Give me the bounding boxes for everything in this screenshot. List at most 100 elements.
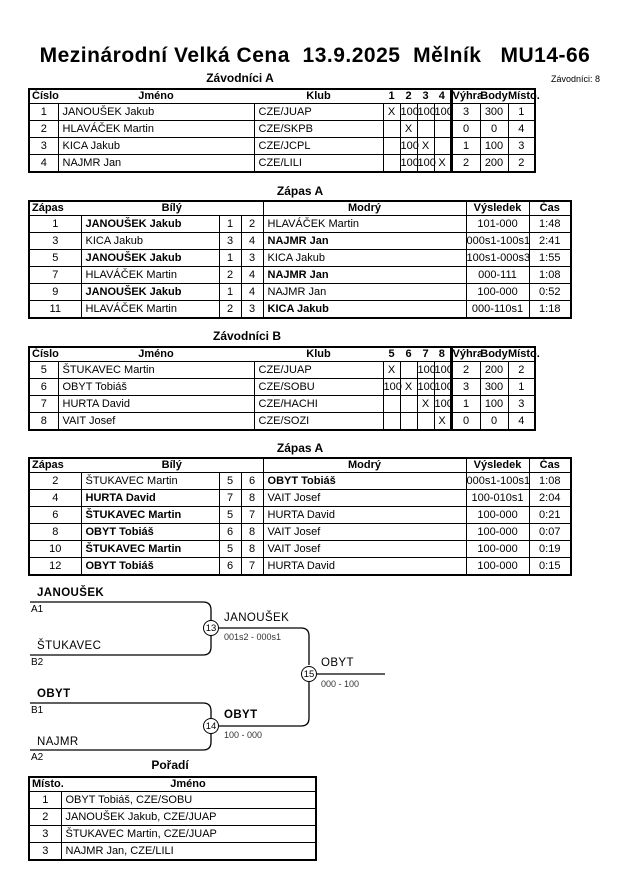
col-8: 8 [434,347,451,362]
col-club: Klub [254,347,383,362]
cell: 2 [218,300,242,319]
header-row: Zápas Bílý Modrý Výsledek Čas [29,458,572,473]
cell: CZE/SOBU [253,378,384,396]
cell: 1 [449,137,481,155]
col-name: Jméno [58,89,254,104]
cell: HURTA David [80,489,220,507]
cell: 000-111 [465,266,530,284]
cell: 4 [240,232,264,250]
bracket-final-score: 000 - 100 [321,679,360,689]
cell: 000s1-100s1 [465,232,530,250]
cell: NAJMR Jan [262,266,467,284]
cell: 101-000 [465,215,530,233]
col-points: Body [480,347,508,362]
section-title-group-a: Závodníci A [206,71,274,85]
cell: 3 [240,300,264,319]
cell: 6 [28,506,82,524]
group-b-table: Číslo Jméno Klub 5 6 7 8 Výhra Body Míst… [28,346,540,431]
cell: CZE/SKPB [253,120,384,138]
cell: JANOUŠEK Jakub [57,103,255,121]
cell: 10 [28,540,82,558]
cell: X [433,412,452,431]
cell: 1 [28,103,59,121]
col-result: Výsledek [465,458,530,473]
cell: 100 [433,103,453,121]
col-match: Zápas [29,458,81,473]
cell: 100-000 [465,540,530,558]
cell: 100-000 [465,506,530,524]
col-points: Body [480,89,508,104]
cell: CZE/HACHI [253,395,384,413]
cell: 100 [399,154,419,173]
cell [416,412,435,431]
header-row: Číslo Jméno Klub 5 6 7 8 Výhra Body Míst… [29,347,540,362]
cell: 3 [507,395,536,413]
col-white: Bílý [81,201,264,216]
cell: CZE/LILI [253,154,384,173]
cell: 1 [28,791,62,809]
cell: ŠTUKAVEC Martin [80,540,220,558]
cell: KICA Jakub [262,300,467,319]
cell: 200 [479,154,509,173]
cell: VAIT Josef [262,540,467,558]
cell: 100 [433,378,453,396]
cell: 3 [28,842,62,861]
cell: OBYT Tobiáš [80,557,220,576]
cell: 100-000 [465,523,530,541]
cell: 7 [28,266,82,284]
match-number-circle: 14 [203,718,219,734]
col-name: Jméno [58,347,254,362]
cell: VAIT Josef [262,489,467,507]
cell: 1:08 [528,266,572,284]
cell: NAJMR Jan [57,154,255,173]
cell: 1:55 [528,249,572,267]
bracket-seed-label: B2 [31,657,44,668]
bracket-seed-name: JANOUŠEK [37,587,105,599]
col-number: Číslo [29,347,59,362]
cell: 4 [28,154,59,173]
cell: 0:21 [528,506,572,524]
bracket-seed-name: NAJMR [37,736,79,748]
cell: ŠTUKAVEC Martin [80,472,220,490]
cell: 8 [28,523,82,541]
cell: 2 [449,361,481,379]
bracket-sf2-winner: OBYT [224,709,258,721]
cell: 100 [479,137,509,155]
cell: 4 [507,412,536,431]
cell: 1 [218,283,242,301]
cell: 2 [218,266,242,284]
col-place: Místo. [508,347,540,362]
cell: 100 [382,378,402,396]
cell: 1 [449,395,481,413]
bracket-sf2-to-final [219,682,310,727]
cell: 3 [449,378,481,396]
col-5: 5 [383,347,400,362]
cell: 3 [449,103,481,121]
cell: 7 [240,506,264,524]
cell: 6 [28,378,59,396]
cell [382,395,401,413]
cell: 3 [240,249,264,267]
cell: 000s1-100s1 [465,472,530,490]
cell: CZE/JUAP [253,361,384,379]
group-a-table: Číslo Jméno Klub 1 2 3 4 Výhra Body Míst… [28,88,540,173]
cell: 1 [507,378,536,396]
cell: HURTA David [262,506,467,524]
cell: 0:15 [528,557,572,576]
cell: OBYT Tobiáš [80,523,220,541]
cell: NAJMR Jan [262,232,467,250]
cell [399,395,418,413]
col-time: Čas [528,458,572,473]
cell: 4 [240,283,264,301]
bracket-seed-label: A1 [31,604,44,615]
cell [382,120,401,138]
cell: HLAVÁČEK Martin [262,215,467,233]
